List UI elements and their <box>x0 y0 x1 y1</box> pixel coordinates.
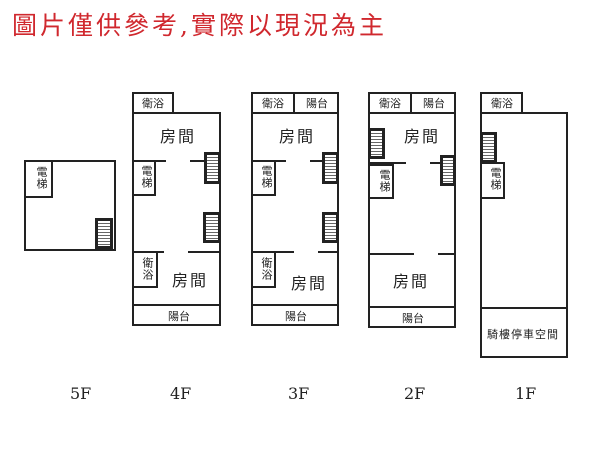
stairs-icon <box>440 155 456 186</box>
bath-3f: 衛浴 <box>251 251 276 288</box>
stairs-icon <box>204 152 221 184</box>
balcony-2f-top: 陽台 <box>410 92 456 114</box>
floor-label-1f: 1F <box>515 384 537 403</box>
elevator-3f: 電梯 <box>251 160 276 196</box>
stairs-icon <box>322 212 339 243</box>
room-3f-lower: 房間 <box>291 274 328 293</box>
bath-3f-top: 衛浴 <box>251 92 295 114</box>
floor-label-5f: 5F <box>70 384 92 403</box>
room-4f-upper: 房間 <box>160 127 197 146</box>
bath-4f-top: 衛浴 <box>132 92 174 114</box>
room-2f-lower: 房間 <box>393 272 430 291</box>
room-2f-upper: 房間 <box>404 127 441 146</box>
stairs-icon <box>480 132 497 163</box>
elevator-1f: 電梯 <box>480 162 505 199</box>
stairs-icon <box>322 152 339 184</box>
stairs-icon <box>95 218 113 249</box>
room-3f-upper: 房間 <box>279 127 316 146</box>
elevator-4f: 電梯 <box>132 160 156 196</box>
room-4f-lower: 房間 <box>172 271 209 290</box>
floor-label-3f: 3F <box>288 384 310 403</box>
balcony-2f: 陽台 <box>368 306 456 328</box>
stairs-icon <box>203 212 221 243</box>
floor-label-4f: 4F <box>170 384 192 403</box>
balcony-3f-top: 陽台 <box>293 92 339 114</box>
elevator-5f: 電梯 <box>24 160 53 198</box>
disclaimer-title: 圖片僅供參考,實際以現況為主 <box>12 11 387 40</box>
floor-label-2f: 2F <box>404 384 426 403</box>
stairs-icon <box>368 128 385 159</box>
elevator-2f: 電梯 <box>368 164 394 199</box>
bath-4f: 衛浴 <box>132 251 158 288</box>
bath-1f-top: 衛浴 <box>480 92 523 114</box>
balcony-3f: 陽台 <box>251 304 339 326</box>
arcade-parking: 騎樓停車空間 <box>480 307 568 358</box>
bath-2f-top: 衛浴 <box>368 92 412 114</box>
balcony-4f: 陽台 <box>132 304 221 326</box>
